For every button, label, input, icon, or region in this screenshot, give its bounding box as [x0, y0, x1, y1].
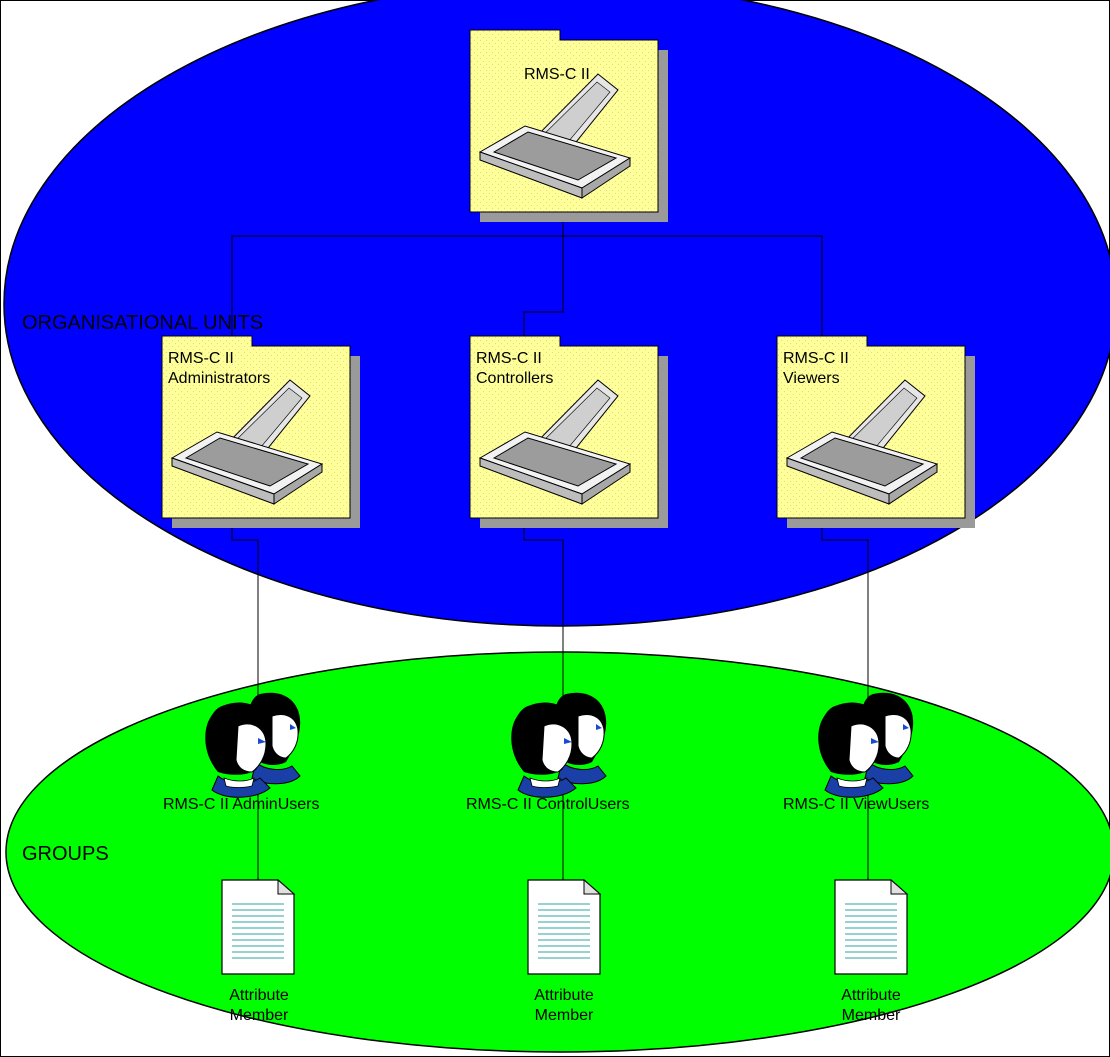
connector-root-controllers — [523, 236, 564, 336]
group-view-users[interactable]: RMS-C II ViewUsers — [783, 692, 929, 813]
group-control-users[interactable]: RMS-C II ControlUsers — [466, 692, 630, 813]
organisational-units-label: ORGANISATIONAL UNITS — [22, 312, 263, 334]
folder-laptop-icon — [469, 29, 669, 223]
folder-root[interactable]: RMS-C II — [469, 29, 669, 223]
attribute-view[interactable]: Attribute Member — [834, 879, 908, 1024]
connector-root-viewers — [563, 235, 823, 336]
document-icon — [834, 879, 908, 975]
document-lines — [538, 903, 590, 959]
document-icon — [221, 879, 295, 975]
folder-administrators-label-line1: RMS-C II — [168, 350, 234, 367]
attribute-admin-line2: Member — [230, 1007, 289, 1024]
attribute-control-line2: Member — [535, 1007, 594, 1024]
attribute-control[interactable]: Attribute Member — [527, 879, 601, 1024]
folder-viewers[interactable]: RMS-C II Viewers — [776, 335, 976, 529]
folder-administrators[interactable]: RMS-C II Administrators — [161, 335, 361, 529]
people-icon — [817, 692, 914, 798]
attribute-view-line2: Member — [842, 1007, 901, 1024]
folder-controllers-label-line1: RMS-C II — [476, 350, 542, 367]
people-icon — [510, 692, 607, 798]
attribute-admin[interactable]: Attribute Member — [221, 879, 295, 1024]
folder-controllers[interactable]: RMS-C II Controllers — [469, 335, 669, 529]
folder-viewers-label-line1: RMS-C II — [783, 350, 849, 367]
people-icon — [204, 692, 301, 798]
folder-root-label-line1: RMS-C II — [524, 66, 590, 83]
connector-root-admins — [231, 212, 564, 336]
attribute-control-line1: Attribute — [534, 987, 594, 1004]
folder-controllers-label-line2: Controllers — [476, 370, 553, 387]
document-lines — [232, 903, 284, 959]
group-control-users-label: RMS-C II ControlUsers — [466, 796, 630, 813]
folder-administrators-label-line2: Administrators — [168, 370, 270, 387]
document-lines — [845, 903, 897, 959]
groups-label: GROUPS — [22, 843, 109, 865]
folder-viewers-label-line2: Viewers — [783, 370, 840, 387]
attribute-view-line1: Attribute — [841, 987, 901, 1004]
group-admin-users-label: RMS-C II AdminUsers — [163, 796, 319, 813]
document-icon — [527, 879, 601, 975]
group-view-users-label: RMS-C II ViewUsers — [783, 796, 929, 813]
group-admin-users[interactable]: RMS-C II AdminUsers — [163, 692, 319, 813]
attribute-admin-line1: Attribute — [229, 987, 289, 1004]
